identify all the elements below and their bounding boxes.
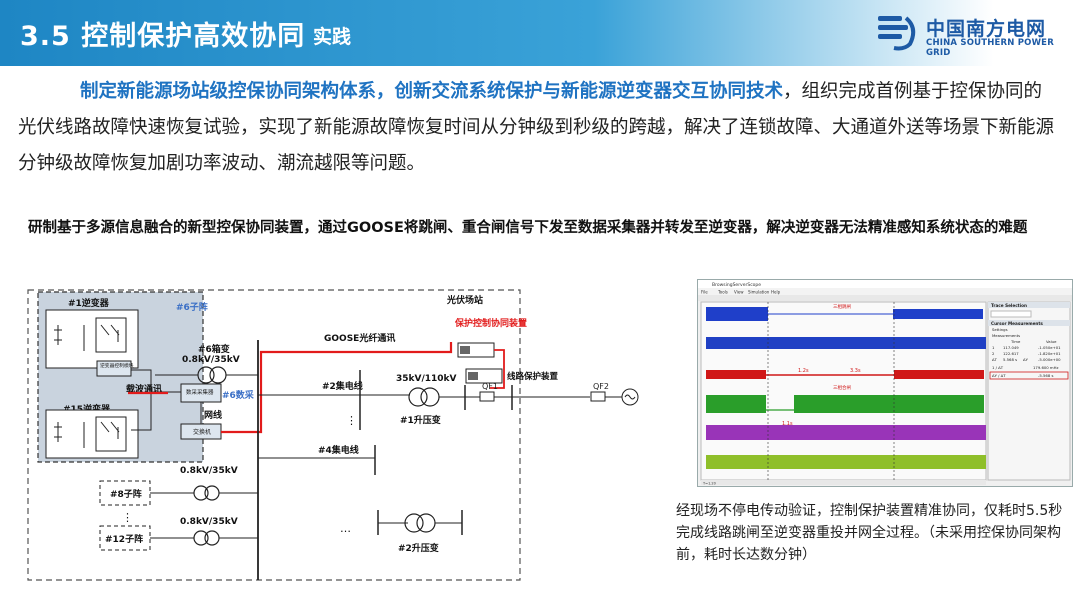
company-logo: 中国南方电网 CHINA SOUTHERN POWER GRID (876, 10, 1066, 58)
volt12-label: 0.8kV/35kV (180, 517, 238, 527)
scope-label-trip: 三相跳闸 (833, 303, 851, 310)
inv1-switch-box (95, 317, 127, 353)
intro-paragraph: 制定新能源场站级控保协同架构体系，创新交流系统保护与新能源逆变器交互协同技术，组… (18, 74, 1058, 182)
scope-menu-simulation: Simulation (748, 290, 770, 295)
scope-row3-dy: ΔY (1023, 357, 1029, 362)
goose-label: GOOSE光纤通讯 (324, 332, 395, 344)
line-protection-label: 线路保护装置 (507, 371, 559, 382)
scope-cursor-title: Cursor Measurements (991, 321, 1043, 326)
step-up1-coil1 (408, 387, 428, 407)
scope-caption: 经现场不停电传动验证，控制保护装置精准协同，仅耗时5.5秒完成线路跳闸至逆变器重… (676, 503, 1063, 563)
scope-window-title: BrowsingServerScope (712, 282, 761, 288)
scope-settings: Settings (992, 327, 1008, 332)
scope-row3-dtval: 5.568 s (1003, 357, 1017, 362)
scope-row1-idx: 1 (992, 345, 995, 350)
scope-row2-idx: 2 (992, 351, 995, 356)
data-collector-label: 数采采集器 (186, 388, 214, 396)
step-up2-coil2 (416, 513, 436, 533)
data6-label: #6数采 (222, 389, 254, 401)
network-label: 网线 (204, 409, 222, 421)
inv15-symbol (54, 421, 120, 448)
scope-row2-value: -1.820e+01 (1038, 351, 1061, 356)
intro-rest: ，组织完成首例基于控保协同的光伏线路故障快速恢复试验，实现了新能源故障恢复时间从… (18, 81, 1055, 174)
scope-col-value: Value (1046, 339, 1057, 344)
scope-row5-label: ΔY / ΔT (992, 373, 1006, 378)
scope-row4-label: 1 / ΔT (992, 365, 1004, 370)
subarray8-box (99, 480, 151, 506)
box-trans-coil2 (209, 366, 227, 384)
page-subtitle: 实践 (313, 26, 352, 48)
scope-col-time: Time (1010, 339, 1021, 344)
qf2-label: QF2 (593, 382, 609, 391)
pv-station-diagram: 光伏场站 #6子阵 #1逆变器 逆变器控制模块 载波通讯 #15逆变器 #6箱变… (27, 289, 639, 581)
subarray12-box (99, 525, 151, 551)
scope-row2-time: 122.617 (1003, 351, 1019, 356)
title-bar: 3.5 控制保护高效协同 实践 (0, 0, 1080, 66)
scope-menu-file: File (701, 290, 708, 295)
logo-text-cn: 中国南方电网 (926, 18, 1047, 40)
csg-logo-icon (878, 16, 916, 51)
scope-row3-dyval: -5.000e+00 (1038, 357, 1061, 362)
logo-text-en: CHINA SOUTHERN POWER GRID (926, 38, 1054, 58)
step-up1-label: #1升压变 (400, 414, 441, 426)
step-up-volt-label: 35kV/110kV (396, 374, 457, 384)
dots-feeder: ⋮ (346, 414, 357, 427)
scope-label-t3: 1.1s (782, 421, 793, 427)
pv-station-outline (27, 289, 521, 581)
step-up2-coil1 (404, 513, 424, 533)
scope-label-reclose: 三相合闸 (833, 384, 851, 391)
feeder2-label: #2集电线 (322, 380, 363, 392)
step-up2-label: #2升压变 (398, 542, 439, 554)
scope-menu-help: Help (771, 290, 781, 295)
box-volt-label: 0.8kV/35kV (182, 355, 240, 365)
page-title: 3.5 控制保护高效协同 (20, 21, 306, 52)
scope-label-t2: 3.3s (850, 368, 861, 374)
scope-status: T=1.20 (702, 482, 716, 486)
inv-ctrl-box (96, 360, 132, 377)
dots-h: … (340, 522, 351, 535)
inv1-label: #1逆变器 (68, 297, 110, 309)
dots-subarray: ⋮ (122, 511, 133, 524)
inv1-symbol (54, 324, 120, 351)
intro-highlight: 制定新能源场站级控保协同架构体系，创新交流系统保护与新能源逆变器交互协同技术 (80, 81, 784, 102)
scope-row1-value: -1.050e+01 (1038, 345, 1061, 350)
scope-menu-view: View (734, 290, 744, 295)
scope-menu-tools: Tools (717, 290, 728, 295)
volt8-label: 0.8kV/35kV (180, 466, 238, 476)
scope-row1-time: 117.049 (1003, 345, 1019, 350)
section-subtitle: 研制基于多源信息融合的新型控保协同装置，通过GOOSE将跳闸、重合闸信号下发至数… (28, 220, 1028, 236)
switch-label: 交换机 (193, 428, 211, 436)
protection-device-label: 保护控制协同装置 (454, 317, 527, 329)
pv-station-label: 光伏场站 (446, 294, 483, 306)
scope-panel-title: Trace Selection (991, 303, 1027, 308)
step-up1-coil2 (420, 387, 440, 407)
grid-source-icon (621, 388, 639, 406)
inv-ctrl-label: 逆变器控制模块 (100, 362, 134, 369)
box-trans-label: #6箱变 (198, 343, 230, 355)
scope-row4-value: 179.600 mHz (1033, 365, 1058, 370)
subarray6-label: #6子阵 (176, 301, 208, 313)
oscilloscope-screenshot: BrowsingServerScope File Tools View Simu… (697, 279, 1073, 487)
scope-label-t1: 1.2s (798, 368, 809, 374)
feeder4-label: #4集电线 (318, 444, 359, 456)
subarray12-label: #12子阵 (105, 533, 143, 545)
subarray8-label: #8子阵 (110, 488, 142, 500)
goose-red-line (221, 342, 453, 434)
scope-row3-dt: ΔT (992, 357, 998, 362)
qf1-label: QF1 (482, 382, 498, 391)
scope-row5-value: -5.568 s (1038, 373, 1053, 378)
scope-measurements: Measurements (992, 333, 1020, 338)
